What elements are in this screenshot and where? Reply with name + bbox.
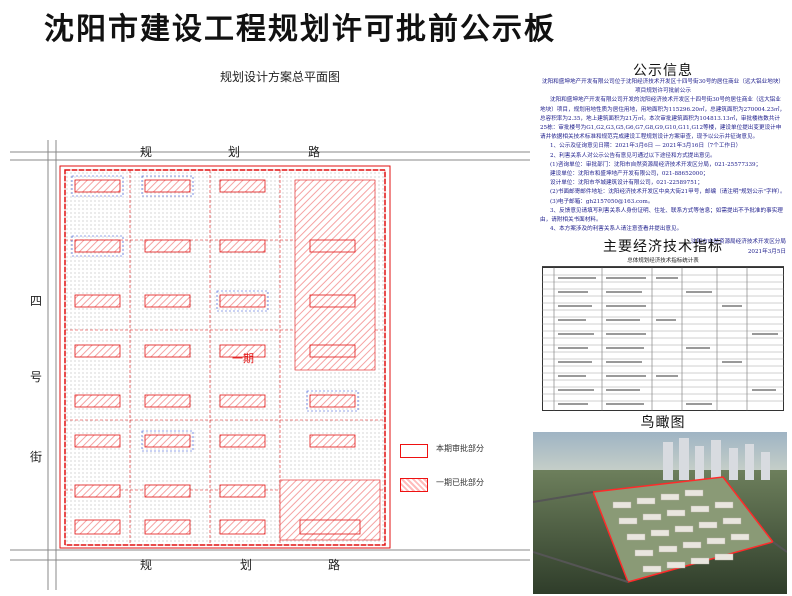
road-bottom-char-1: 规 [140, 558, 153, 572]
board-title: 沈阳市建设工程规划许可批前公示板 [44, 12, 556, 47]
aerial-title: 鸟瞰图 [640, 415, 686, 431]
notice-title: 公示信息 [633, 63, 693, 79]
economic-title: 主要经济技术指标 [603, 239, 723, 255]
road-left-char-3: 街 [30, 450, 43, 464]
economic-table-grid [542, 267, 784, 411]
aerial-rendering [533, 432, 787, 594]
aerial-illustration [533, 432, 787, 594]
legend-current: 本期审批部分 [400, 440, 530, 462]
road-top-char-3: 路 [308, 145, 321, 159]
notice-paragraph: 1、公示及征询意见日期：2021年3月6日 — 2021年3月16日（7个工作日… [550, 143, 742, 150]
road-bottom-char-3: 路 [328, 558, 341, 572]
road-left-char-2: 号 [30, 370, 43, 384]
economic-table: 总体规划经济技术指标统计表 [542, 256, 784, 411]
legend-previous: 一期已批部分 [400, 474, 530, 496]
economic-table-title: 总体规划经济技术指标统计表 [542, 256, 784, 267]
legend-previous-swatch [400, 478, 428, 492]
notice-paragraph: 沈阳和盛坤地产开发有限公司位于沈阳经济技术开发区十四号街30号的居住商业（远大铝… [541, 79, 785, 95]
legend-current-swatch [400, 444, 428, 458]
notice-paragraph: (2)书面邮寄邮件地址：沈阳经济技术开发区中央大街21甲号，邮编（请注明"规划公… [550, 189, 786, 196]
notice-header: 公示信息 [540, 60, 786, 80]
notice-paragraph: 建设单位：沈阳市和盛坤地产开发有限公司，021-88652000； [550, 171, 709, 178]
notice-paragraph: (1)咨询单位：审批部门：沈阳市自然资源局经济技术开发区分局，021-25577… [550, 161, 762, 168]
notice-paragraph: 2、利害关系人对公示公告有意见可通过以下途径和方式提出意见。 [550, 152, 716, 159]
road-left-char-1: 四 [30, 294, 43, 308]
legend-current-label: 本期审批部分 [436, 444, 484, 453]
notice-paragraph: 4、本方案涉及的利害关系人请注意查看并提出意见。 [550, 226, 683, 233]
site-plan: 规 划 路 规 划 路 四 号 街 一期 [10, 80, 535, 596]
legend-previous-label: 一期已批部分 [436, 478, 484, 487]
notice-paragraph: 设计单位：沈阳市华城建筑设计有限公司，021-22589751； [550, 180, 703, 187]
road-top-char-1: 规 [140, 145, 153, 159]
notice-sign-org: 沈阳市自然资源局经济技术开发区分局 [690, 239, 786, 246]
notice-sign-date: 2021年3月5日 [747, 248, 786, 255]
notice-body: 沈阳和盛坤地产开发有限公司位于沈阳经济技术开发区十四号街30号的居住商业（远大铝… [540, 78, 786, 314]
site-plan-drawing [10, 140, 530, 590]
legend: 本期审批部分 一期已批部分 [400, 440, 530, 508]
notice-paragraph: 沈阳和盛坤地产开发有限公司开发的沈阳经济技术开发区十四号街30号的居住商业（远大… [540, 97, 786, 141]
phase-label: 一期 [232, 352, 254, 365]
notice-paragraph: 3、反馈意见请填写利害关系人身份证明、住址、联系方式等信息；如需提出不予批准的事… [540, 207, 783, 224]
road-bottom-char-2: 划 [240, 558, 253, 572]
plan-title: 规划设计方案总平面图 [219, 70, 340, 84]
road-top-char-2: 划 [228, 145, 241, 159]
notice-paragraph: (3)电子邮箱：gh2157050@163.com。 [550, 198, 654, 205]
